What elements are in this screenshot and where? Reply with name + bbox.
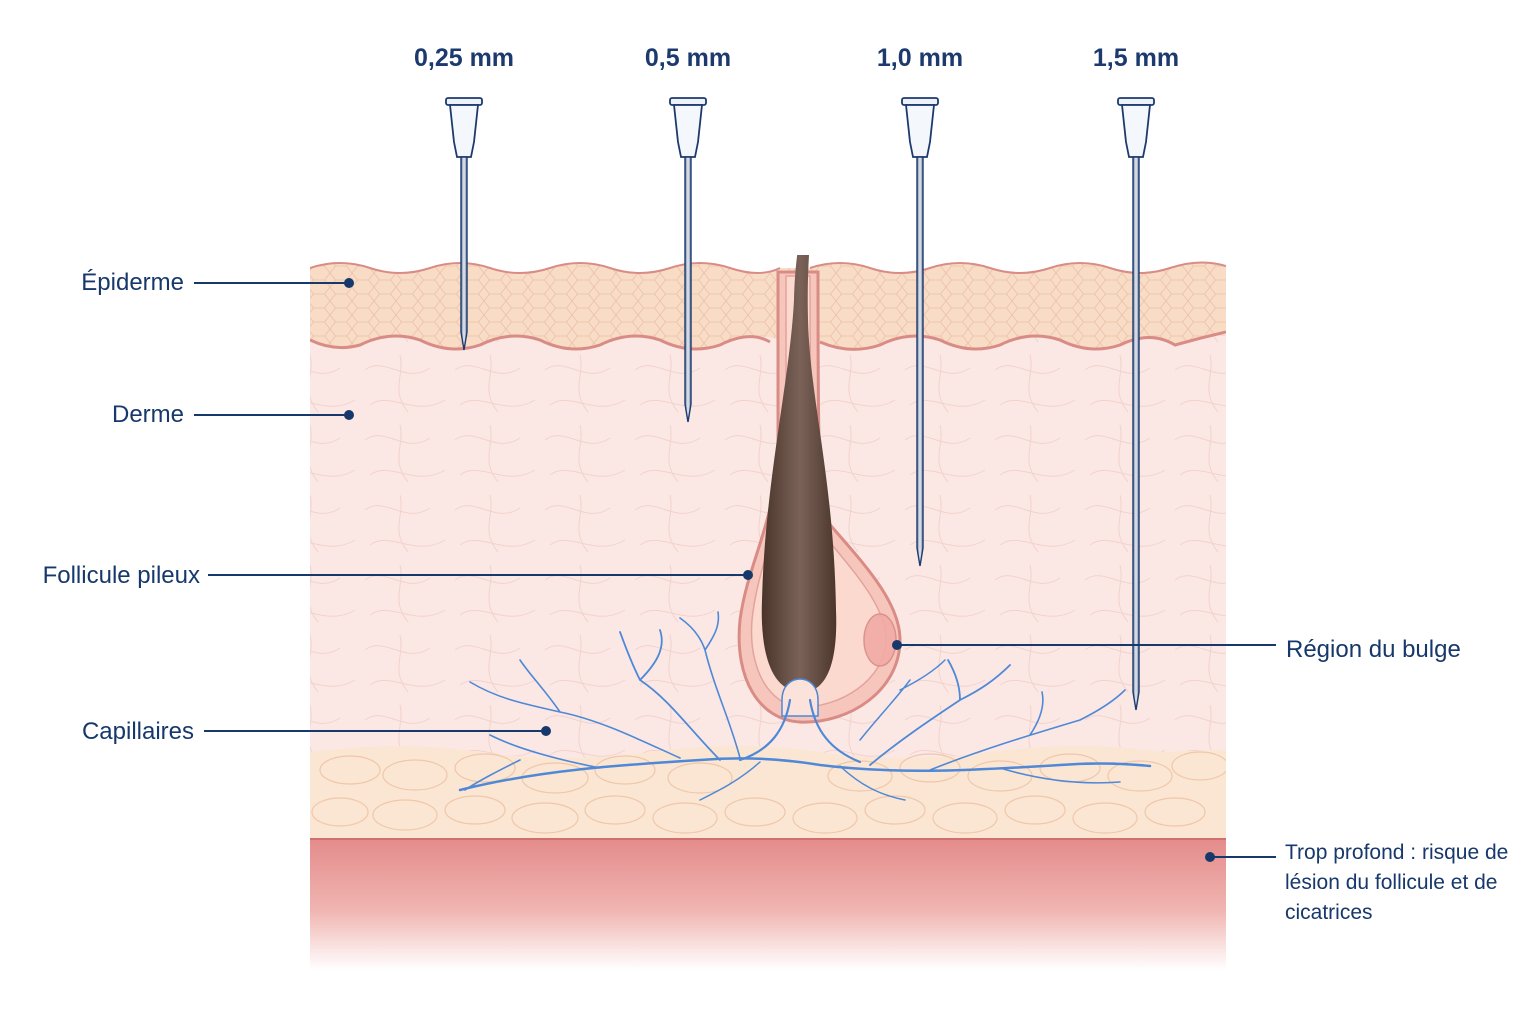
left-labels: Épiderme Derme Follicule pileux Capillai… xyxy=(43,269,753,745)
epidermis-layer xyxy=(310,261,1226,351)
capillary-network xyxy=(458,611,1152,801)
needle-3: 1,0 mm xyxy=(877,44,963,567)
needle-shaft xyxy=(1132,156,1140,711)
too-deep-note-line-3: cicatrices xyxy=(1285,901,1373,924)
capillaries-label: Capillaires xyxy=(82,718,194,745)
follicle-label: Follicule pileux xyxy=(43,562,200,589)
needle-cap xyxy=(901,97,939,106)
too-deep-note-line-1: Trop profond : risque de xyxy=(1285,841,1508,864)
needle-depth-label: 1,5 mm xyxy=(1093,44,1179,72)
needles: 0,25 mm 0,5 mm 1,0 mm 1,5 mm xyxy=(414,44,1179,711)
skin-cross-section xyxy=(310,255,1226,970)
needle-hub xyxy=(448,104,480,158)
hair-follicle xyxy=(737,255,902,724)
deep-tissue-layer xyxy=(310,838,1226,970)
needle-1: 0,25 mm xyxy=(414,44,514,351)
needle-cap xyxy=(445,97,483,106)
dermis-label: Derme xyxy=(112,401,184,428)
bulge-label: Région du bulge xyxy=(1286,636,1461,663)
needle-depth-label: 0,5 mm xyxy=(645,44,731,72)
needle-shaft xyxy=(460,156,468,351)
needle-depth-label: 1,0 mm xyxy=(877,44,963,72)
needle-hub xyxy=(904,104,936,158)
epidermis-label: Épiderme xyxy=(81,269,184,296)
bulge-region xyxy=(863,613,897,667)
needle-4: 1,5 mm xyxy=(1093,44,1179,711)
needle-2: 0,5 mm xyxy=(645,44,731,423)
hair-shaft xyxy=(761,255,837,693)
needle-hub xyxy=(672,104,704,158)
right-labels: Région du bulge Trop profond : risque de… xyxy=(892,636,1508,924)
needle-cap xyxy=(669,97,707,106)
too-deep-note-line-2: lésion du follicule et de xyxy=(1285,871,1497,894)
needle-shaft xyxy=(916,156,924,567)
needle-hub xyxy=(1120,104,1152,158)
needle-shaft xyxy=(684,156,692,423)
needle-cap xyxy=(1117,97,1155,106)
needle-depth-label: 0,25 mm xyxy=(414,44,514,72)
